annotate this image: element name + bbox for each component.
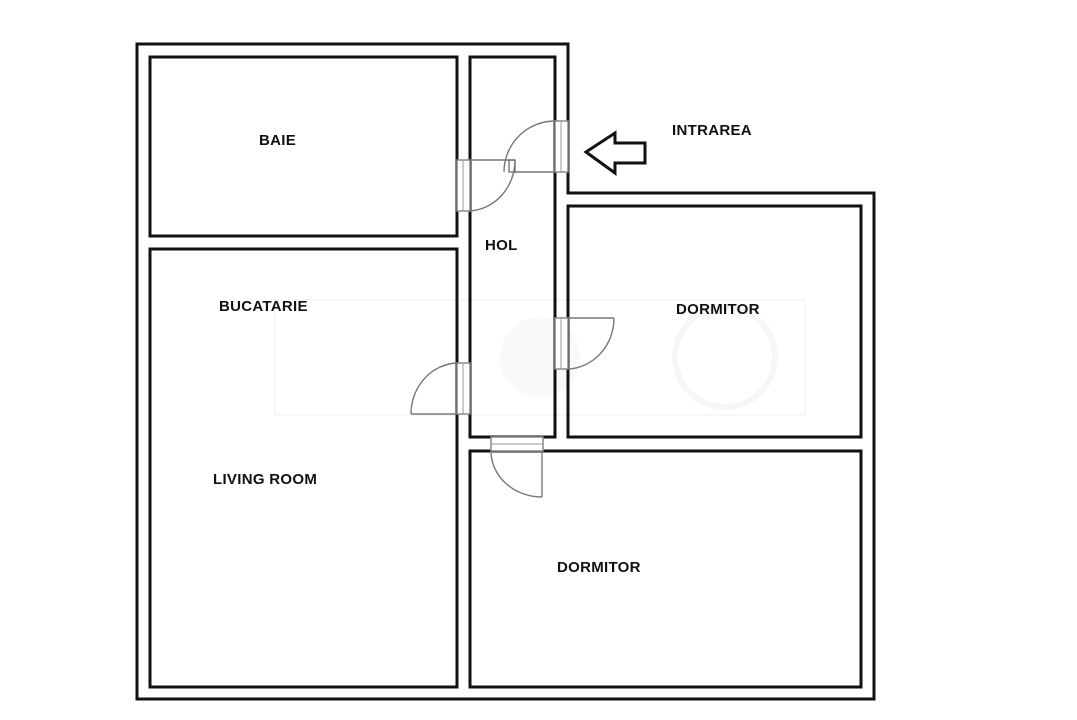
label-living-room: LIVING ROOM <box>213 471 317 488</box>
label-bucatarie: BUCATARIE <box>219 298 308 315</box>
label-dormitor-2: DORMITOR <box>557 559 641 576</box>
room-living-bucatarie <box>148 247 459 689</box>
outer-wall <box>135 42 876 701</box>
room-dormitor-1 <box>566 204 863 439</box>
room-baie <box>148 55 459 238</box>
arrow-left-icon <box>583 130 647 176</box>
entry-door <box>503 120 569 173</box>
room-dormitor-2 <box>468 449 863 689</box>
living-door <box>410 362 471 415</box>
label-dormitor-1: DORMITOR <box>676 301 760 318</box>
baie-door <box>456 159 516 212</box>
label-baie: BAIE <box>259 132 296 149</box>
label-intrarea: INTRAREA <box>672 122 752 139</box>
dormitor-2-door <box>490 436 544 498</box>
label-hol: HOL <box>485 237 518 254</box>
dormitor-1-door <box>554 317 615 370</box>
